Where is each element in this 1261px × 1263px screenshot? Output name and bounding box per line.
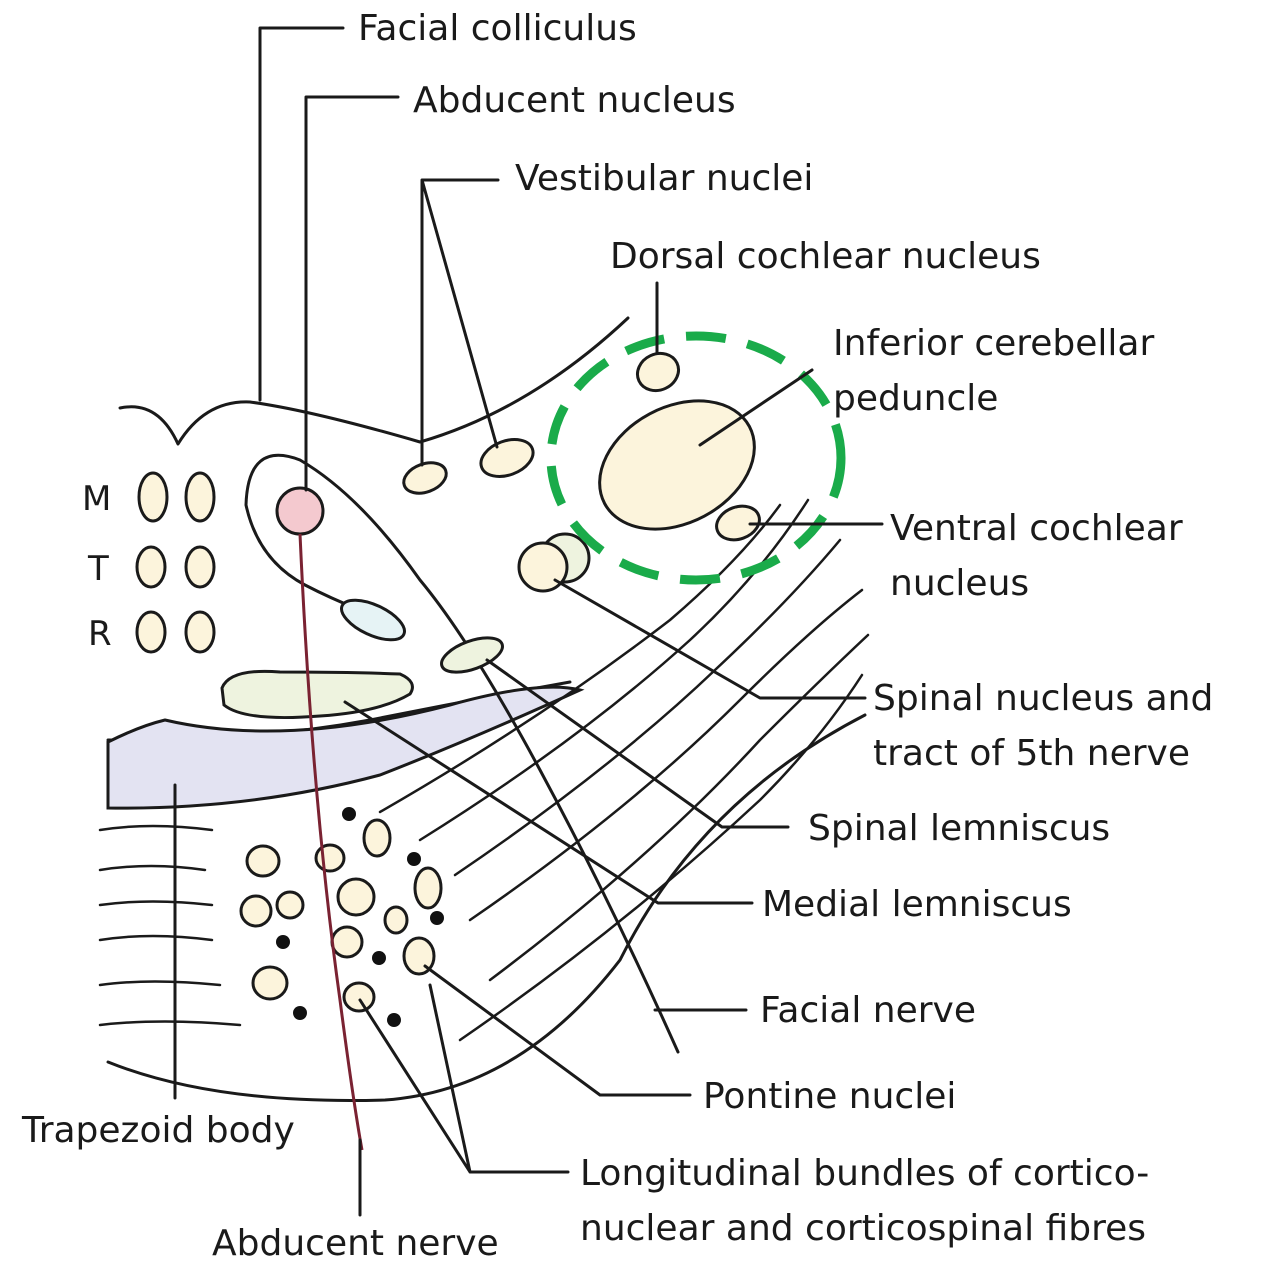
label-abducent-nucleus: Abducent nucleus — [413, 80, 736, 121]
label-side-r: R — [88, 614, 112, 654]
label-trapezoid-body: Trapezoid body — [21, 1110, 295, 1151]
label-inferior-cerebellar-peduncle-2: peduncle — [833, 378, 998, 419]
vestibular-nucleus-1 — [400, 457, 451, 498]
label-facial-nerve: Facial nerve — [760, 990, 976, 1031]
label-longitudinal-bundles-1: Longitudinal bundles of cortico- — [580, 1153, 1149, 1194]
label-side-m: M — [82, 479, 111, 519]
label-pontine-nuclei: Pontine nuclei — [703, 1076, 956, 1117]
abducent-nucleus-shape — [277, 488, 323, 534]
aqua-tract-shape — [336, 592, 410, 648]
side-bundle-ovals — [137, 473, 214, 652]
label-inferior-cerebellar-peduncle-1: Inferior cerebellar — [833, 323, 1154, 364]
label-spinal-nucleus-5th-1: Spinal nucleus and — [873, 678, 1213, 719]
vestibular-nucleus-2 — [476, 433, 538, 483]
label-facial-colliculus: Facial colliculus — [358, 8, 637, 49]
dorsal-cochlear-nucleus-shape — [631, 347, 684, 397]
label-spinal-lemniscus: Spinal lemniscus — [808, 808, 1110, 849]
medial-lemniscus-shape — [222, 671, 412, 717]
label-vestibular-nuclei: Vestibular nuclei — [515, 158, 813, 199]
label-longitudinal-bundles-2: nuclear and corticospinal fibres — [580, 1208, 1146, 1249]
label-abducent-nerve: Abducent nerve — [212, 1223, 499, 1263]
label-dorsal-cochlear-nucleus: Dorsal cochlear nucleus — [610, 236, 1041, 277]
label-spinal-nucleus-5th-2: tract of 5th nerve — [873, 733, 1190, 774]
pontine-nuclei-cluster — [241, 807, 444, 1027]
label-medial-lemniscus: Medial lemniscus — [762, 884, 1072, 925]
label-ventral-cochlear-nucleus-2: nucleus — [890, 563, 1029, 604]
transverse-pontine-fibres — [100, 826, 240, 1025]
label-side-t: T — [87, 549, 109, 589]
spinal-lemniscus-shape — [437, 631, 507, 679]
label-ventral-cochlear-nucleus-1: Ventral cochlear — [890, 508, 1183, 549]
leader-lines — [175, 28, 882, 1215]
